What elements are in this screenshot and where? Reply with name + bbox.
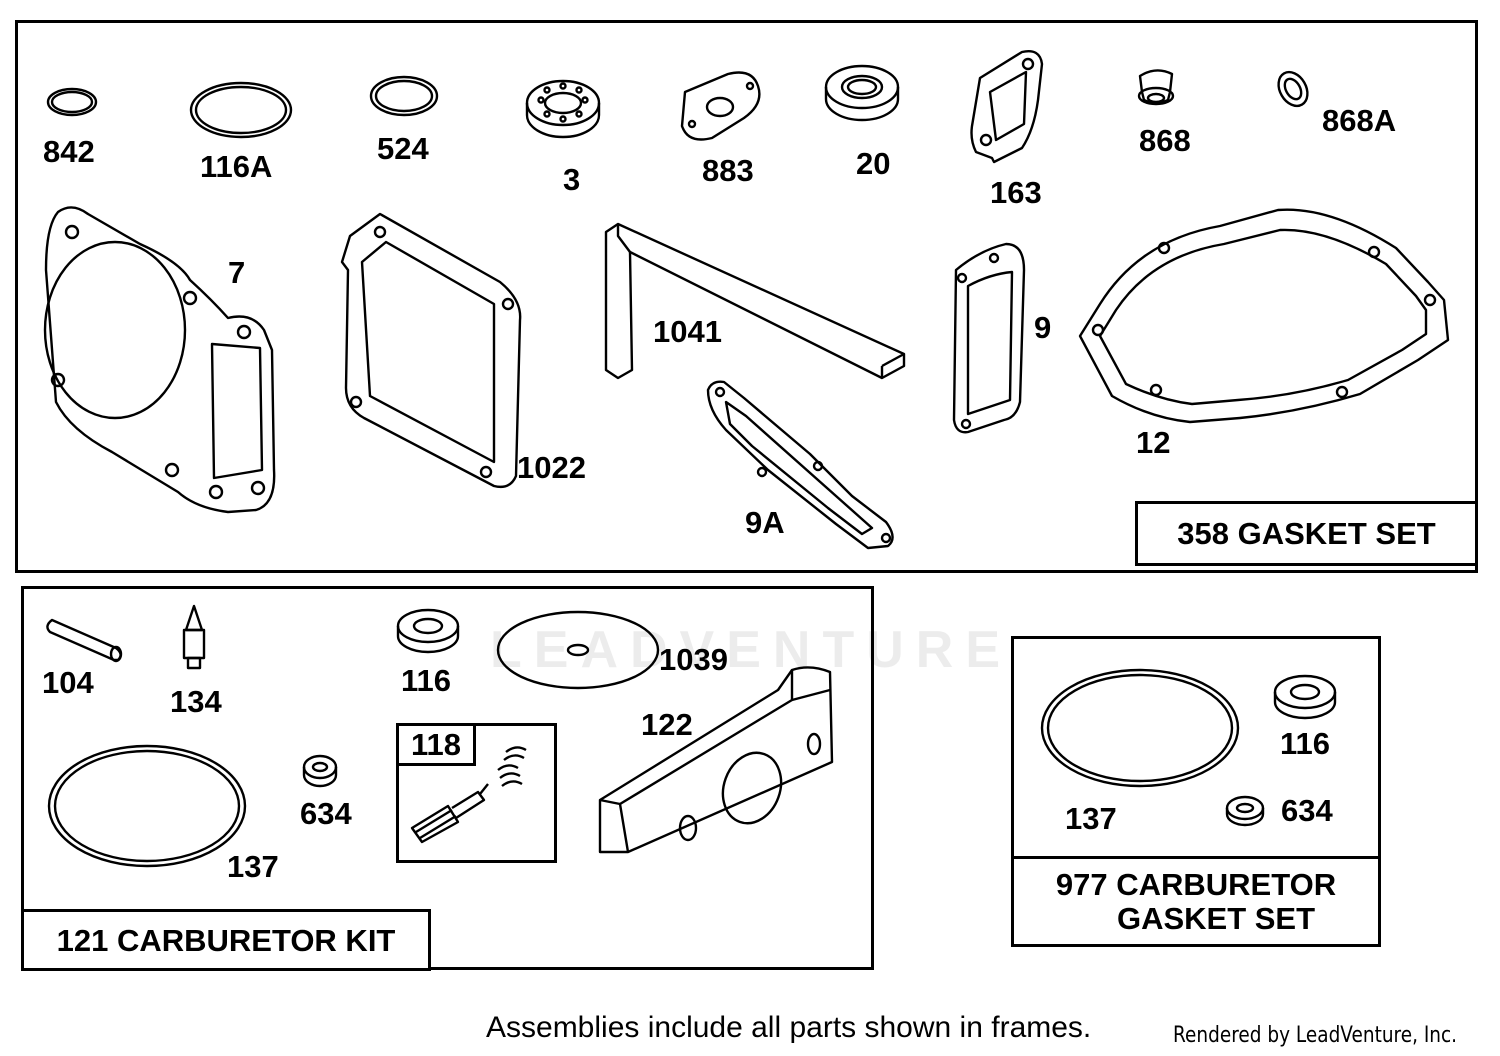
part-7-head-gasket — [43, 206, 276, 514]
label-116a: 116A — [200, 149, 273, 184]
part-20-oil-seal — [824, 64, 900, 122]
label-163: 163 — [990, 175, 1042, 210]
label-634-set: 634 — [1281, 793, 1333, 828]
assemblies-note: Assemblies include all parts shown in fr… — [486, 1011, 1092, 1044]
part-137-o-ring-kit — [47, 744, 247, 868]
watermark-text: LEADVENTURE — [490, 621, 1013, 679]
label-104: 104 — [42, 665, 94, 700]
label-116-set: 116 — [1280, 726, 1331, 761]
carburetor-gasket-set-title-line1: 977 CARBURETOR — [1055, 867, 1337, 903]
label-122: 122 — [641, 707, 693, 742]
part-118-mixture-screw — [410, 746, 527, 844]
carburetor-kit-title: 121 CARBURETOR KIT — [21, 909, 431, 971]
label-842: 842 — [43, 134, 95, 169]
part-116-washer-kit — [396, 608, 460, 654]
part-1041-strip — [604, 222, 906, 380]
part-1022-gasket — [340, 212, 522, 489]
label-524: 524 — [377, 131, 429, 166]
part-137-o-ring-set — [1040, 668, 1240, 788]
part-634-washer-kit — [302, 754, 338, 788]
label-137-kit: 137 — [227, 849, 279, 884]
part-634-washer-set — [1225, 795, 1265, 827]
part-883-gasket — [680, 71, 761, 141]
carburetor-kit-frame — [21, 586, 874, 970]
label-868: 868 — [1139, 123, 1191, 158]
part-868a-washer — [1277, 70, 1309, 108]
part-1039-disc — [496, 610, 660, 690]
label-12: 12 — [1136, 425, 1171, 460]
label-137-set: 137 — [1065, 801, 1117, 836]
part-842-o-ring — [46, 87, 98, 117]
label-1039: 1039 — [659, 642, 728, 677]
part-116a-ring — [189, 81, 293, 139]
rendered-by-credit: Rendered by LeadVenture, Inc. — [1173, 1023, 1458, 1048]
label-116-kit: 116 — [401, 663, 452, 698]
label-9a: 9A — [745, 505, 785, 540]
part-9a-gasket — [706, 380, 894, 550]
carburetor-gasket-set-title-line2: GASKET SET — [1116, 900, 1316, 936]
part-122-spacer — [598, 666, 834, 854]
gasket-set-title: 358 GASKET SET — [1135, 501, 1478, 566]
label-9: 9 — [1034, 310, 1052, 345]
label-634-kit: 634 — [300, 796, 352, 831]
part-12-crankcase-gasket — [1078, 208, 1450, 424]
label-118: 118 — [396, 723, 476, 766]
part-868-valve-seal — [1137, 69, 1175, 106]
label-7: 7 — [228, 255, 246, 290]
gasket-set-frame — [15, 20, 1478, 573]
part-3-oil-seal — [525, 79, 601, 139]
carburetor-gasket-set-title: 977 CARBURETOR GASKET SET — [1011, 856, 1381, 947]
label-1022: 1022 — [517, 450, 586, 485]
part-524-ring — [369, 75, 439, 117]
part-104-pin — [46, 618, 123, 663]
label-3: 3 — [563, 162, 581, 197]
part-9-gasket — [952, 242, 1026, 434]
part-134-needle — [182, 604, 206, 670]
part-163-gasket — [970, 50, 1044, 164]
mixture-screw-frame — [396, 723, 557, 863]
part-116-washer-set — [1273, 674, 1337, 720]
label-134: 134 — [170, 684, 222, 719]
label-1041: 1041 — [653, 314, 722, 349]
label-20: 20 — [856, 146, 891, 181]
label-883: 883 — [702, 153, 754, 188]
label-868a: 868A — [1322, 103, 1397, 138]
